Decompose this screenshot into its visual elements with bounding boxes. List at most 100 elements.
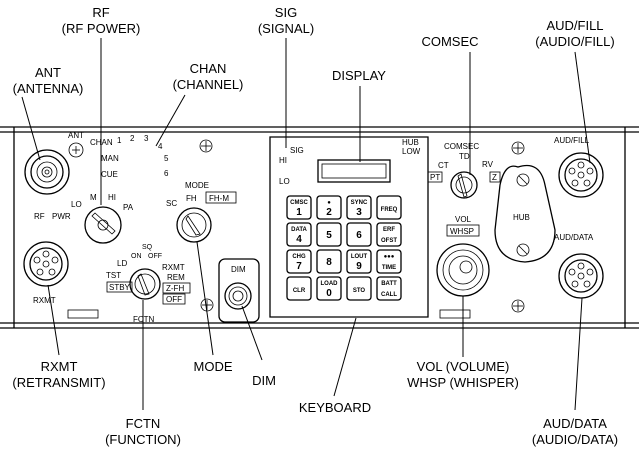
rxmt-connector[interactable] — [23, 241, 69, 287]
panel-frame — [0, 126, 639, 329]
pwr-label: PWR — [52, 212, 71, 221]
pwr-m-label: M — [90, 193, 97, 202]
ant-connector[interactable] — [24, 142, 84, 195]
callout-aud-fill: AUD/FILL (AUDIO/FILL) — [535, 18, 614, 49]
mode-fh-label: FH — [186, 194, 197, 203]
callout-chan-line2: (CHANNEL) — [173, 77, 244, 92]
callout-ant: ANT (ANTENNA) — [13, 65, 84, 96]
callout-rf-line2: (RF POWER) — [62, 21, 141, 36]
keypad-key[interactable]: STO — [346, 276, 372, 301]
keypad-key[interactable]: ●●●TIME — [376, 249, 402, 274]
chan-number-2: 2 — [130, 134, 135, 143]
keypad-key-label: CLR — [293, 288, 306, 294]
dim-knob[interactable] — [224, 282, 252, 310]
hub-panel-label: HUB — [513, 213, 530, 222]
callout-aud-data-line2: (AUDIO/DATA) — [532, 432, 618, 447]
fctn-knob[interactable] — [129, 268, 161, 300]
panel-screw-icon — [199, 139, 213, 153]
chan-number-3: 3 — [144, 134, 149, 143]
comsec-pt-label: PT — [430, 173, 440, 182]
fctn-rxmt-label: RXMT — [162, 263, 185, 272]
fctn-tst-label: TST — [106, 271, 121, 280]
aud-data-connector[interactable] — [558, 253, 604, 299]
comsec-knob[interactable] — [450, 171, 478, 199]
panel-screw-icon — [511, 141, 525, 155]
whsp-panel-label: WHSP — [450, 227, 474, 236]
callout-sig-line2: (SIGNAL) — [258, 21, 314, 36]
aud-fill-connector[interactable] — [558, 152, 604, 198]
keypad-key-label: STO — [353, 288, 366, 294]
callout-keyboard: KEYBOARD — [299, 400, 371, 415]
callout-chan: CHAN (CHANNEL) — [173, 61, 244, 92]
keypad-key[interactable]: CLR — [286, 276, 312, 301]
fctn-panel-label: FCTN — [133, 315, 155, 324]
sig-hi-label: HI — [279, 156, 287, 165]
keypad-key-sublabel: DATA — [291, 227, 307, 233]
keypad-key-label: 8 — [326, 257, 332, 268]
aud-fill-panel-label: AUD/FILL — [554, 136, 590, 145]
callout-aud-data-line1: AUD/DATA — [543, 416, 607, 431]
callout-display: DISPLAY — [332, 68, 386, 83]
keypad-key-sublabel: ERF — [383, 227, 395, 233]
keypad-key-sublabel: SYNC — [351, 200, 368, 206]
keypad-key-label: OFST — [381, 238, 397, 244]
sig-panel-label: SIG — [290, 146, 304, 155]
callout-comsec: COMSEC — [421, 34, 478, 49]
callout-rxmt: RXMT (RETRANSMIT) — [12, 359, 105, 390]
keypad-key-sublabel: BATT — [381, 281, 397, 287]
rxmt-connector-label: RXMT — [33, 296, 56, 305]
aud-data-panel-label: AUD/DATA — [554, 233, 594, 242]
chan-number-4: 4 — [158, 142, 163, 151]
keypad-key-label: 2 — [326, 207, 332, 218]
keypad-key[interactable]: ERF OFST — [376, 222, 402, 247]
rf-power-knob[interactable] — [84, 206, 122, 244]
keypad-key[interactable]: 6 — [346, 222, 372, 247]
callout-vol-line2: WHSP (WHISPER) — [407, 375, 519, 390]
rf-label: RF — [34, 212, 45, 221]
comsec-panel-label: COMSEC — [444, 142, 479, 151]
keypad-key[interactable]: BATT CALL — [376, 276, 402, 301]
keypad-key-label: 0 — [326, 288, 332, 299]
chan-number-5: 5 — [164, 154, 169, 163]
mode-fh-m-label: FH-M — [209, 194, 229, 203]
keypad-key[interactable]: 8 — [316, 249, 342, 274]
keypad-key-label: FREQ — [381, 207, 398, 213]
mode-knob[interactable] — [176, 207, 212, 243]
volume-knob[interactable] — [436, 243, 490, 297]
keypad-key-sublabel: LOUT — [351, 254, 368, 260]
fctn-ld-label: LD — [117, 259, 127, 268]
keypad-key-label: CALL — [381, 292, 397, 298]
keypad-key-label: 3 — [356, 207, 362, 218]
pwr-lo-label: LO — [71, 200, 82, 209]
vol-panel-label: VOL — [455, 215, 472, 224]
keypad-key[interactable]: ●2 — [316, 195, 342, 220]
man-label: MAN — [101, 154, 119, 163]
fctn-stby-label: STBY — [109, 283, 131, 292]
cue-label: CUE — [101, 170, 118, 179]
callout-sig: SIG (SIGNAL) — [258, 5, 314, 36]
keypad-key-sublabel: CHG — [292, 254, 306, 260]
callout-ant-line1: ANT — [35, 65, 61, 80]
chan-number-6: 6 — [164, 169, 169, 178]
leader-lines — [21, 38, 591, 411]
keypad-key-label: 4 — [296, 234, 302, 245]
chan-number-1: 1 — [117, 136, 122, 145]
keypad-key[interactable]: FREQ — [376, 195, 402, 220]
panel-screw-icon — [511, 299, 525, 313]
comsec-ct-label: CT — [438, 161, 449, 170]
callout-vol-line1: VOL (VOLUME) — [417, 359, 510, 374]
hub-connector[interactable] — [494, 164, 556, 263]
hub-low-line1: HUB — [402, 138, 419, 147]
callout-fctn-line2: (FUNCTION) — [105, 432, 181, 447]
callout-sig-line1: SIG — [275, 5, 297, 20]
display-window — [317, 159, 391, 183]
keypad-key[interactable]: 5 — [316, 222, 342, 247]
sq-label: SQ — [142, 244, 153, 251]
